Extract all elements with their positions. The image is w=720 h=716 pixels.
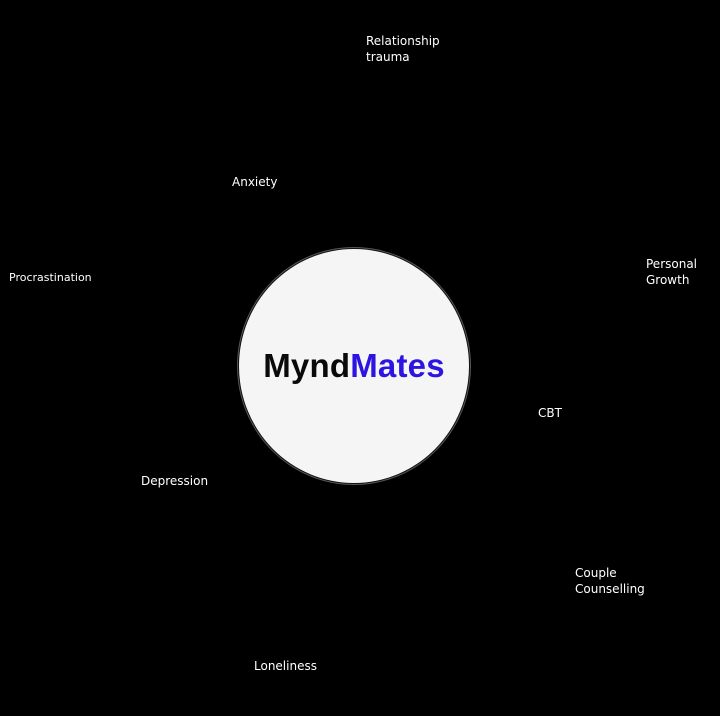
topic-cbt: CBT	[538, 406, 562, 420]
topic-relationship-trauma: Relationship trauma	[366, 34, 440, 64]
brand-hub-circle: MyndMates	[238, 248, 470, 484]
topic-personal-growth: Personal Growth	[646, 257, 698, 287]
topic-anxiety: Anxiety	[232, 175, 278, 189]
brand-logo: MyndMates	[263, 347, 445, 385]
topic-depression: Depression	[141, 474, 209, 488]
brand-logo-part2: Mates	[350, 347, 445, 384]
topic-loneliness: Loneliness	[254, 659, 317, 673]
brand-logo-part1: Mynd	[263, 347, 351, 384]
topic-procrastination: Procrastination	[9, 271, 92, 284]
topic-couple-counselling: Couple Counselling	[575, 566, 645, 596]
